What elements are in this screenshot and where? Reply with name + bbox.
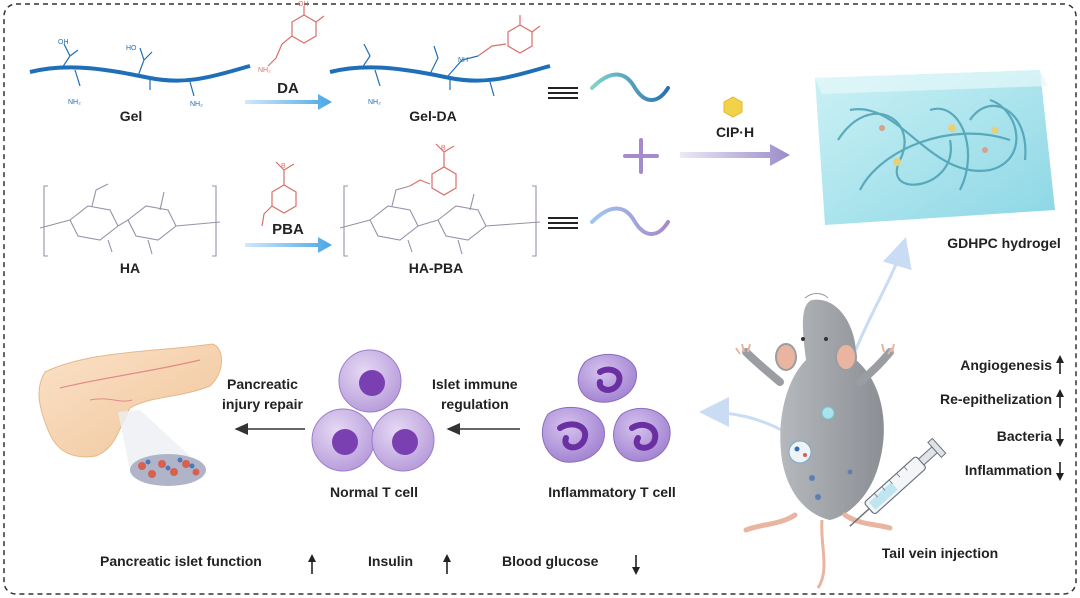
gel-nh2-label: NH₂ bbox=[68, 99, 81, 106]
da-reaction-arrow bbox=[245, 94, 332, 110]
mouse-to-cells-arrow bbox=[699, 397, 786, 434]
pancreas-illustration bbox=[38, 343, 222, 486]
bacteria-label: Bacteria bbox=[996, 428, 1052, 444]
insulin-up-arrow bbox=[443, 554, 451, 574]
dashed-border bbox=[3, 3, 1077, 595]
normal-t-cells bbox=[311, 349, 435, 472]
hapba-b-label: B bbox=[441, 145, 446, 152]
blood-glucose-down-arrow bbox=[632, 555, 640, 575]
da-oh-label: OH bbox=[298, 1, 309, 8]
hydrogel-formation-arrow bbox=[680, 144, 790, 166]
gel-da-label: Gel-DA bbox=[409, 108, 457, 124]
pba-molecule bbox=[261, 161, 297, 227]
gel-molecule bbox=[29, 43, 251, 97]
pancreatic-repair-label: Pancreatic injury repair bbox=[222, 376, 303, 412]
da-nh2-label: NH₂ bbox=[258, 67, 271, 74]
ha-pba-wave-icon bbox=[590, 206, 670, 236]
ciph-label: CIP·H bbox=[715, 124, 755, 140]
tail-vein-injection-label: Tail vein injection bbox=[881, 545, 999, 561]
ha-label: HA bbox=[119, 260, 141, 276]
gel-ho-label: HO bbox=[126, 45, 137, 52]
inflammation-label: Inflammation bbox=[964, 462, 1052, 478]
gelda-nh2-label: NH₂ bbox=[368, 99, 381, 106]
plus-icon bbox=[623, 138, 659, 174]
da-molecule bbox=[267, 6, 325, 67]
reepithelization-label: Re-epithelization bbox=[939, 391, 1052, 407]
angiogenesis-label: Angiogenesis bbox=[960, 357, 1052, 373]
inflammatory-t-cell-label: Inflammatory T cell bbox=[548, 484, 676, 500]
ciph-hexagon-icon bbox=[723, 96, 743, 118]
ha-molecule bbox=[39, 183, 221, 257]
inflammatory-t-cells bbox=[541, 353, 671, 463]
angiogenesis-up-arrow bbox=[1056, 355, 1064, 374]
gel-da-molecule bbox=[329, 15, 551, 97]
gel-label: Gel bbox=[119, 108, 143, 124]
pba-label: PBA bbox=[272, 221, 304, 238]
equivalence-sign-bottom bbox=[548, 217, 578, 229]
mouse-illustration bbox=[735, 293, 895, 589]
blood-glucose-label: Blood glucose bbox=[502, 553, 599, 569]
insulin-label: Insulin bbox=[368, 553, 414, 569]
islet-function-label: Pancreatic islet function bbox=[100, 553, 262, 569]
ha-pba-molecule bbox=[339, 143, 541, 257]
ha-pba-label: HA-PBA bbox=[408, 260, 464, 276]
da-label: DA bbox=[277, 80, 299, 97]
gel-da-wave-icon bbox=[590, 72, 670, 102]
syringe-icon bbox=[849, 437, 947, 527]
gel-oh-label: OH bbox=[58, 39, 69, 46]
gelda-nh-label: NH bbox=[458, 57, 468, 64]
pba-b-label: B bbox=[281, 163, 286, 170]
inflammation-down-arrow bbox=[1056, 462, 1064, 481]
equivalence-sign-top bbox=[548, 87, 578, 99]
normal-t-cell-label: Normal T cell bbox=[330, 484, 418, 500]
gel-nh2-label-2: NH₂ bbox=[190, 101, 203, 108]
bacteria-down-arrow bbox=[1056, 428, 1064, 447]
islet-function-up-arrow bbox=[308, 554, 316, 574]
hydrogel-block bbox=[815, 70, 1055, 225]
hydrogel-label: GDHPC hydrogel bbox=[947, 235, 1061, 251]
islet-immune-label: Islet immune regulation bbox=[432, 376, 518, 412]
pba-reaction-arrow bbox=[245, 237, 332, 253]
reepithelization-up-arrow bbox=[1056, 389, 1064, 408]
